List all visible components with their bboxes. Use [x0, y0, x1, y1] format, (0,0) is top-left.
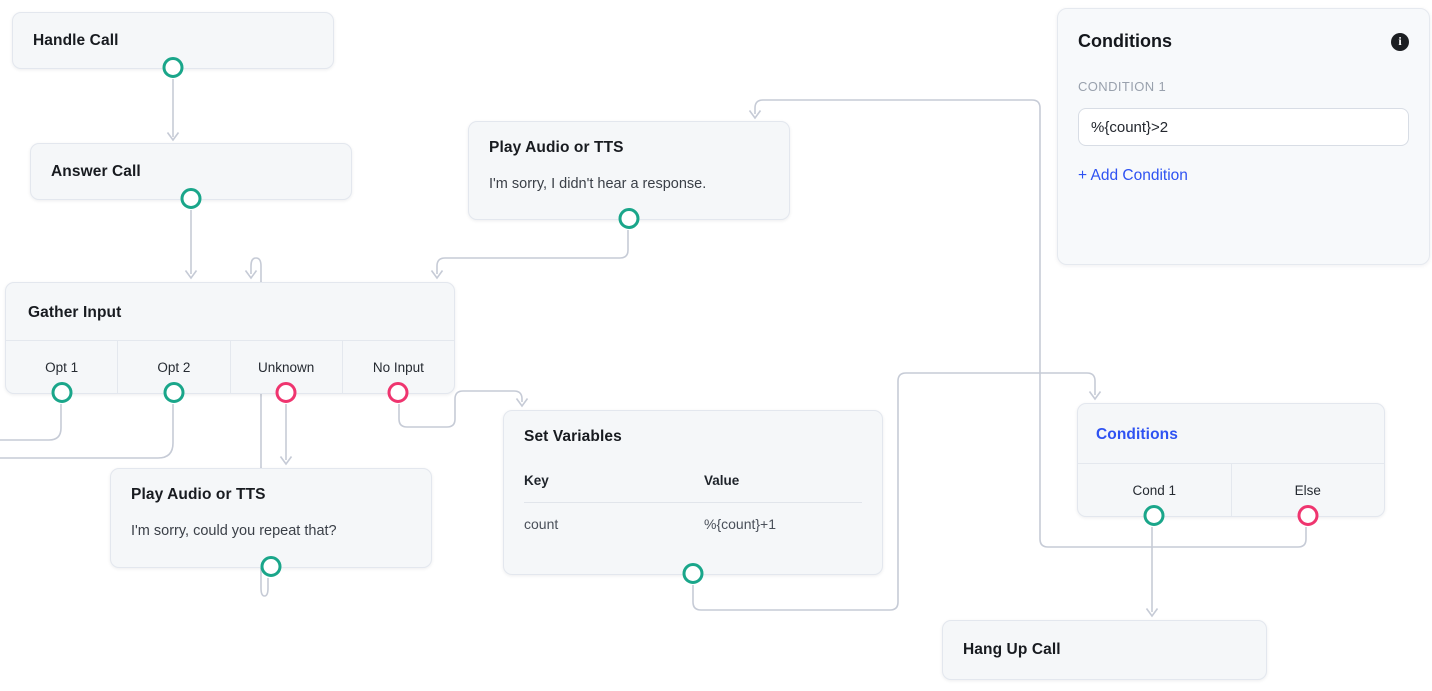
info-icon[interactable]: i: [1391, 32, 1409, 51]
output-port[interactable]: [162, 57, 184, 78]
edge-opt1-offscreen: [0, 404, 62, 441]
add-condition-button[interactable]: + Add Condition: [1078, 167, 1188, 184]
output-label: Opt 2: [157, 359, 191, 375]
node-title: Play Audio or TTS: [489, 139, 624, 156]
arrowhead-down: [748, 110, 762, 120]
output-port-opt-1[interactable]: [51, 382, 73, 403]
column-header-key: Key: [524, 473, 549, 488]
edge-playaudio-bottom-loop-to-gather: [250, 257, 269, 597]
arrowhead-down: [430, 270, 444, 280]
output-label: Cond 1: [1132, 482, 1177, 498]
node-answer-call[interactable]: Answer Call: [30, 143, 352, 209]
table-row: count %{count}+1: [524, 516, 862, 532]
node-hang-up-call[interactable]: Hang Up Call: [942, 620, 1267, 680]
output-port-unknown[interactable]: [275, 382, 297, 403]
condition-1-label: CONDITION 1: [1078, 79, 1167, 94]
arrowhead-down: [244, 270, 258, 280]
node-play-audio-repeat[interactable]: Play Audio or TTS I'm sorry, could you r…: [110, 468, 432, 577]
edge-playaudio-top-to-gather: [436, 230, 629, 274]
output-port[interactable]: [618, 208, 640, 229]
output-label: Else: [1294, 482, 1321, 498]
output-port-else[interactable]: [1297, 505, 1319, 526]
edge-opt2-offscreen: [0, 404, 174, 459]
output-opt-2: Opt 2: [117, 341, 229, 403]
node-title: Answer Call: [51, 162, 141, 180]
arrowhead-down: [184, 270, 198, 280]
arrowhead-down: [515, 398, 529, 408]
output-port-opt-2[interactable]: [163, 382, 185, 403]
output-label: Unknown: [257, 359, 315, 375]
node-title: Handle Call: [33, 31, 119, 49]
output-port-cond-1[interactable]: [1143, 505, 1165, 526]
panel-title: Conditions: [1078, 31, 1172, 51]
output-label: No Input: [372, 359, 424, 375]
output-else: Else: [1230, 464, 1385, 526]
node-title: Conditions: [1096, 425, 1178, 443]
node-handle-call[interactable]: Handle Call: [12, 12, 334, 78]
edge-noinput-to-setvariables: [398, 390, 523, 428]
arrowhead-down: [1145, 608, 1159, 618]
condition-1-input[interactable]: [1078, 108, 1409, 146]
arrowhead-down: [279, 456, 293, 466]
node-title: Play Audio or TTS: [131, 486, 266, 503]
output-port[interactable]: [180, 188, 202, 209]
output-port-no-input[interactable]: [387, 382, 409, 403]
output-no-input: No Input: [341, 341, 454, 403]
output-port[interactable]: [260, 556, 282, 577]
node-play-audio-no-response[interactable]: Play Audio or TTS I'm sorry, I didn't he…: [468, 121, 790, 229]
output-unknown: Unknown: [229, 341, 342, 403]
output-opt-1: Opt 1: [6, 341, 117, 403]
arrowhead-down: [1088, 391, 1102, 401]
node-conditions[interactable]: Conditions Cond 1 Else: [1077, 403, 1385, 526]
output-cond-1: Cond 1: [1078, 464, 1231, 526]
edge-setvariables-to-conditions: [692, 372, 1096, 611]
node-title: Gather Input: [28, 303, 122, 321]
variable-key: count: [524, 516, 559, 532]
conditions-properties-panel: Conditions i CONDITION 1 + Add Condition: [1057, 8, 1430, 265]
output-port[interactable]: [682, 563, 704, 584]
output-label: Opt 1: [45, 359, 79, 375]
node-body-text: I'm sorry, could you repeat that?: [131, 523, 337, 539]
arrowhead-down: [166, 132, 180, 142]
conditions-outputs-row: Cond 1 Else: [1078, 463, 1385, 526]
gather-outputs-row: Opt 1 Opt 2 Unknown No Input: [6, 340, 454, 403]
node-gather-input[interactable]: Gather Input Opt 1 Opt 2 Unknown No Inpu…: [5, 282, 455, 403]
node-title: Set Variables: [524, 428, 622, 445]
node-set-variables[interactable]: Set Variables Key Value count %{count}+1: [503, 410, 883, 584]
node-title: Hang Up Call: [963, 641, 1061, 658]
variable-value: %{count}+1: [704, 516, 777, 532]
node-body-text: I'm sorry, I didn't hear a response.: [489, 176, 707, 192]
edge-else-to-playaudio-top: [754, 99, 1307, 548]
column-header-value: Value: [704, 473, 740, 488]
table-divider: [524, 502, 862, 503]
variables-table: Key Value count %{count}+1: [524, 473, 862, 532]
